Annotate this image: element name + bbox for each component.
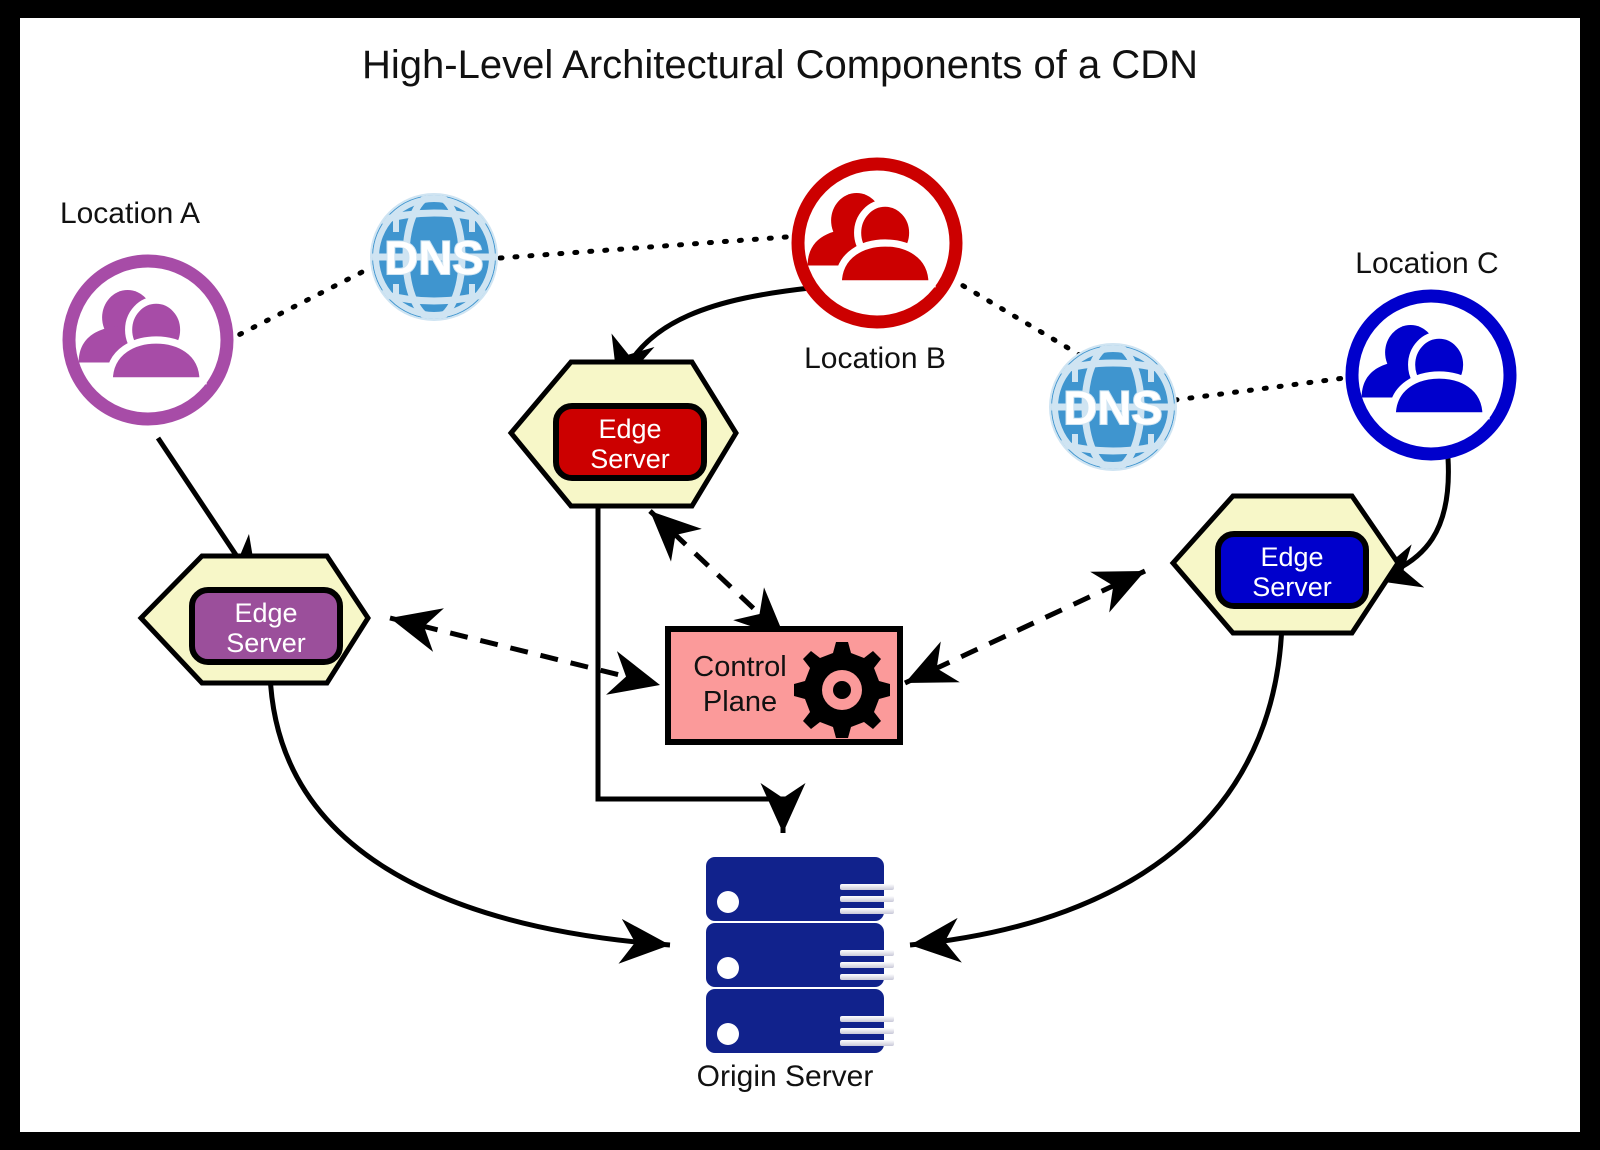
location-a-node[interactable]: Location A xyxy=(60,197,234,426)
edge-dnsright-locationC xyxy=(1172,373,1363,403)
edge-server-a-label-line1: Edge xyxy=(234,598,297,628)
location-a-label: Location A xyxy=(60,197,200,230)
edge-edgeA-origin xyxy=(267,672,671,964)
users-icon xyxy=(78,290,207,385)
origin-server-node[interactable]: Origin Server xyxy=(697,857,894,1093)
edge-locationB-dnsright xyxy=(947,275,1088,361)
control-plane-label-line2: Plane xyxy=(703,686,777,718)
edge-server-box-a[interactable] xyxy=(189,587,343,665)
location-c-node[interactable]: Location C xyxy=(1345,247,1517,461)
server-stack-icon xyxy=(706,857,894,1053)
location-b-node[interactable]: Location B xyxy=(791,157,963,375)
users-icon xyxy=(807,193,936,288)
connection-layer xyxy=(155,233,1451,964)
pop-edge-a[interactable]: Edge Server xyxy=(137,553,371,686)
edge-dns-locationB xyxy=(497,233,803,261)
edge-control-edgeA xyxy=(389,608,661,695)
dns-right-label: DNS xyxy=(1063,381,1162,434)
edge-control-edgeB xyxy=(648,509,787,640)
edge-server-box-c[interactable] xyxy=(1215,531,1369,609)
edge-server-b-label-line1: Edge xyxy=(598,414,661,444)
edge-server-box-b[interactable] xyxy=(553,403,707,481)
dns-left-label: DNS xyxy=(384,231,483,284)
edge-server-a-label-line2: Server xyxy=(226,628,306,658)
control-plane-label-line1: Control xyxy=(693,651,787,683)
location-c-label: Location C xyxy=(1355,247,1498,280)
edge-edgeC-origin xyxy=(909,597,1285,963)
edge-server-b-label-line2: Server xyxy=(590,444,670,474)
edge-control-edgeC xyxy=(903,568,1147,686)
users-icon xyxy=(1361,325,1490,420)
control-plane-node[interactable]: Control Plane xyxy=(665,626,903,745)
location-b-label: Location B xyxy=(804,342,946,375)
gear-icon xyxy=(794,642,890,738)
diagram-canvas: High-Level Architectural Components of a… xyxy=(20,18,1580,1132)
edge-server-c-label-line1: Edge xyxy=(1260,542,1323,572)
edge-locationA-dns xyxy=(210,265,373,351)
pop-edge-c[interactable]: Edge Server xyxy=(1169,493,1402,636)
pop-edge-b[interactable]: Edge Server xyxy=(507,359,739,509)
origin-server-label: Origin Server xyxy=(697,1060,874,1093)
edge-server-c-label-line2: Server xyxy=(1252,572,1332,602)
dns-left-node[interactable]: DNS xyxy=(370,193,498,321)
page-title: High-Level Architectural Components of a… xyxy=(362,43,1198,87)
dns-right-node[interactable]: DNS xyxy=(1049,343,1177,471)
